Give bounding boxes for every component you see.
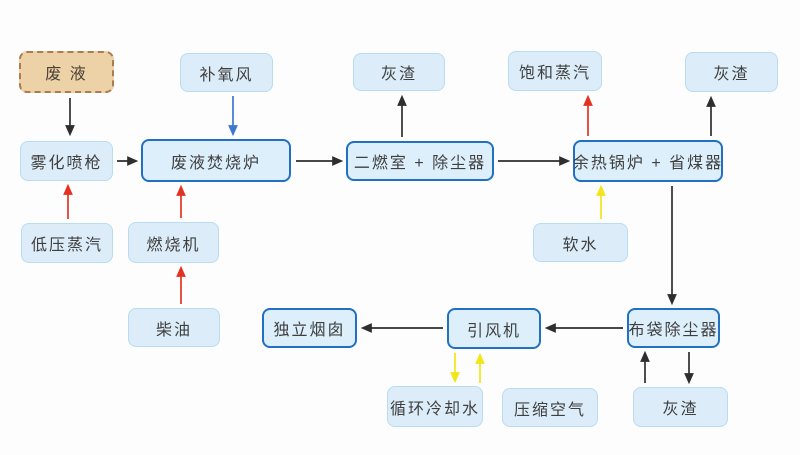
node-diesel: 柴油 xyxy=(128,308,220,347)
node-saturated-steam: 饱和蒸汽 xyxy=(508,51,602,91)
node-compressed-air: 压缩空气 xyxy=(502,388,598,427)
node-atomizing-gun: 雾化喷枪 xyxy=(20,141,113,181)
node-ash-right: 灰渣 xyxy=(685,52,778,92)
node-chimney: 独立烟囱 xyxy=(262,308,357,348)
node-secondary-chamber: 二燃室 + 除尘器 xyxy=(346,141,494,181)
node-cooling-water: 循环冷却水 xyxy=(387,386,483,427)
node-bag-filter: 布袋除尘器 xyxy=(627,308,720,348)
node-ash-bottom: 灰渣 xyxy=(633,387,728,427)
node-lp-steam: 低压蒸汽 xyxy=(21,223,113,263)
node-incinerator: 废液焚烧炉 xyxy=(141,139,291,182)
node-burner: 燃烧机 xyxy=(128,222,219,263)
node-waste-liquid: 废 液 xyxy=(19,51,114,93)
node-oxygen-air: 补氧风 xyxy=(180,53,273,92)
node-soft-water: 软水 xyxy=(533,223,628,262)
node-draft-fan: 引风机 xyxy=(447,308,541,349)
node-waste-heat-boiler: 余热锅炉 + 省煤器 xyxy=(573,140,723,182)
node-ash-top: 灰渣 xyxy=(353,53,445,91)
